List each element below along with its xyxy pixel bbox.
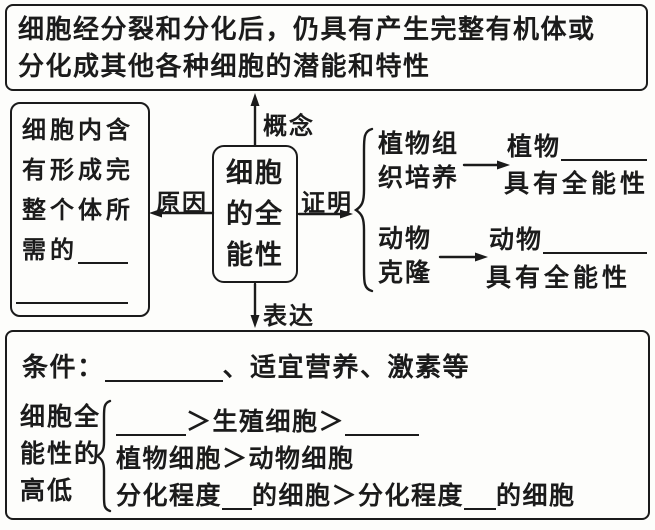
cause-arrow — [149, 208, 215, 218]
rank-line3-seg2: 的细胞＞分化程度 — [252, 481, 465, 510]
animal-result-line1: 动物 — [489, 223, 648, 257]
topic-text: 细胞 的全 能性 — [212, 153, 298, 276]
animal-result-arrow — [438, 252, 488, 262]
blank-line — [16, 300, 128, 304]
cause-box — [10, 102, 150, 317]
proof-arrow-label: 证明 — [301, 189, 353, 217]
cause-line4-prefix: 需的 — [22, 236, 78, 264]
plant-source-line2: 织培养 — [378, 163, 460, 192]
proof-arrow — [297, 209, 353, 219]
definition-line2: 分化成其他各种细胞的潜能和特性 — [18, 52, 431, 82]
rank-line1-mid: ＞生殖细胞＞ — [186, 407, 346, 436]
definition-line1: 细胞经分裂和分化后，仍具有产生完整有机体或 — [18, 15, 596, 45]
concept-arrow-label: 概念 — [263, 112, 315, 140]
rank-label: 细胞全 能性的 高低 — [20, 398, 101, 509]
rank-label-line3: 高低 — [20, 476, 75, 505]
cause-line2: 有形成完 — [22, 156, 134, 184]
topic-line3: 能性 — [226, 240, 284, 271]
rank-label-line1: 细胞全 — [20, 402, 102, 431]
condition-suffix: 、适宜营养、激素等 — [222, 353, 471, 383]
definition-box — [5, 4, 648, 91]
cause-text: 细胞内含 有形成完 整个体所 需的 — [16, 110, 134, 310]
blank-line — [78, 260, 128, 264]
rank-label-line2: 能性的 — [20, 439, 102, 468]
plant-result-line2: 具有全能性 — [504, 169, 650, 198]
topic-line1: 细胞 — [226, 158, 284, 189]
blank-line — [464, 506, 497, 510]
condition-line: 条件： 、适宜营养、激素等 — [22, 347, 470, 384]
expression-box — [5, 330, 650, 520]
concept-arrow — [250, 93, 260, 147]
plant-result-prefix: 植物 — [507, 132, 562, 161]
definition-text: 细胞经分裂和分化后，仍具有产生完整有机体或 分化成其他各种细胞的潜能和特性 — [18, 12, 596, 86]
animal-source: 动物 克隆 — [378, 222, 432, 290]
plant-source: 植物组 织培养 — [378, 127, 459, 195]
cause-line1: 细胞内含 — [22, 116, 134, 144]
blank-line — [222, 506, 253, 510]
plant-source-line1: 植物组 — [378, 129, 460, 158]
rank-line1: ＞生殖细胞＞ — [116, 402, 420, 438]
animal-source-line2: 克隆 — [378, 258, 433, 287]
cause-arrow-label: 原因 — [156, 189, 208, 217]
plant-result-arrow — [462, 160, 510, 170]
plant-result-line1: 植物 — [507, 130, 648, 164]
animal-result-prefix: 动物 — [489, 225, 544, 254]
blank-line — [543, 250, 648, 254]
rank-line3-seg3: 的细胞 — [496, 481, 576, 510]
cause-line3: 整个体所 — [22, 196, 134, 224]
cause-line5 — [16, 270, 134, 310]
cause-line4: 需的 — [22, 230, 134, 270]
expression-arrow — [250, 282, 260, 328]
rank-brace — [94, 399, 112, 513]
rank-line3-seg1: 分化程度 — [116, 481, 223, 510]
blank-line — [345, 432, 420, 436]
expression-arrow-label: 表达 — [263, 302, 315, 330]
rank-line3: 分化程度的细胞＞分化程度 的细胞 — [116, 476, 576, 512]
animal-result-line2: 具有全能性 — [486, 263, 632, 292]
animal-source-line1: 动物 — [378, 224, 433, 253]
condition-label: 条件： — [22, 353, 105, 383]
proof-brace — [353, 127, 374, 293]
blank-line — [116, 432, 186, 436]
rank-line2: 植物细胞＞动物细胞 — [116, 444, 355, 473]
topic-line2: 的全 — [226, 199, 284, 230]
blank-line — [104, 378, 223, 382]
blank-line — [561, 157, 648, 161]
